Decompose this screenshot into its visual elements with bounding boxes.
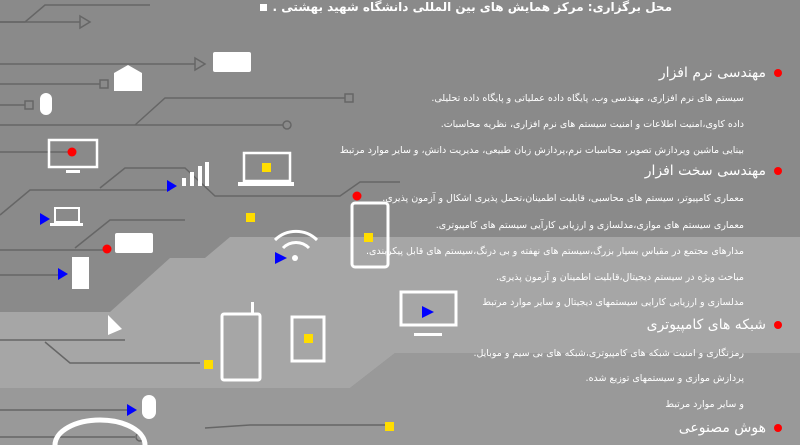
list-item: و سایر موارد مرتبط [665, 399, 744, 410]
list-item: داده کاوی،امنیت اطلاعات و امنیت سیستم ها… [440, 119, 744, 130]
laptop-icon [242, 151, 292, 183]
heading-text: مهندسی سخت افزار [644, 163, 766, 179]
tower-pc-icon [72, 257, 89, 289]
venue-title: محل برگزاری: مرکز همایش های بین المللی د… [200, 0, 672, 14]
arrow-markers [40, 180, 434, 416]
list-item: رمزنگاری و امنیت شبکه های کامپیوتری،شبکه… [473, 348, 744, 359]
venue-title-text: محل برگزاری: مرکز همایش های بین المللی د… [272, 0, 672, 14]
list-item: مدلسازی و ارزیابی کارایی سیستمهای دیجیتا… [482, 297, 744, 308]
list-item: معماری کامپیوتر، سیستم های محاسبی، قابلی… [382, 193, 744, 204]
headphones-icon [52, 417, 148, 445]
square-bullet-icon [259, 3, 267, 11]
section-heading-ai: هوش مصنوعی [679, 420, 782, 436]
bullet-icon [774, 424, 782, 432]
list-item: پردازش موازی و سیستمهای توزیع شده. [585, 373, 744, 384]
keyboard-icon-2 [115, 233, 153, 253]
tablet-icon [350, 201, 390, 269]
heading-text: هوش مصنوعی [678, 420, 766, 436]
heading-text: شبکه های کامپیوتری [646, 317, 766, 333]
mouse-icon-2 [142, 395, 156, 419]
list-item: سیستم های نرم افزاری، مهندسی وب، پایگاه … [431, 93, 744, 104]
monitor-icon [47, 138, 99, 169]
section-heading-networks: شبکه های کامپیوتری [647, 317, 782, 333]
wifi-icon [273, 229, 319, 242]
mid-band [0, 353, 800, 445]
keyboard-icon [213, 52, 251, 72]
heading-text: مهندسی نرم افزار [658, 65, 766, 81]
satellite-dish-icon [108, 315, 122, 335]
bullet-icon [774, 167, 782, 175]
section-heading-software: مهندسی نرم افزار [659, 65, 782, 81]
monitor-icon-2 [399, 290, 458, 327]
envelope-icon [114, 65, 142, 91]
section-heading-hardware: مهندسی سخت افزار [645, 163, 782, 179]
tablet-small-icon [290, 315, 326, 363]
bullet-icon [774, 69, 782, 77]
list-item: مباحث ویژه در سیستم دیجیتال،قابلیت اطمین… [495, 272, 744, 283]
red-dot-markers [67, 147, 362, 254]
list-item: مدارهای مجتمع در مقیاس بسیار بزرگ،سیستم … [366, 246, 744, 257]
signal-bars-icon [182, 178, 186, 186]
mouse-icon [40, 93, 52, 115]
list-item: بینایی ماشین وپردازش تصویر، محاسبات نرم،… [339, 145, 744, 156]
bullet-icon [774, 321, 782, 329]
cell-phone-icon [220, 312, 262, 382]
list-item: معماری سیستم های موازی،مدلسازی و ارزیابی… [435, 220, 744, 231]
laptop-small-icon [54, 207, 80, 223]
yellow-square-markers [204, 163, 394, 431]
